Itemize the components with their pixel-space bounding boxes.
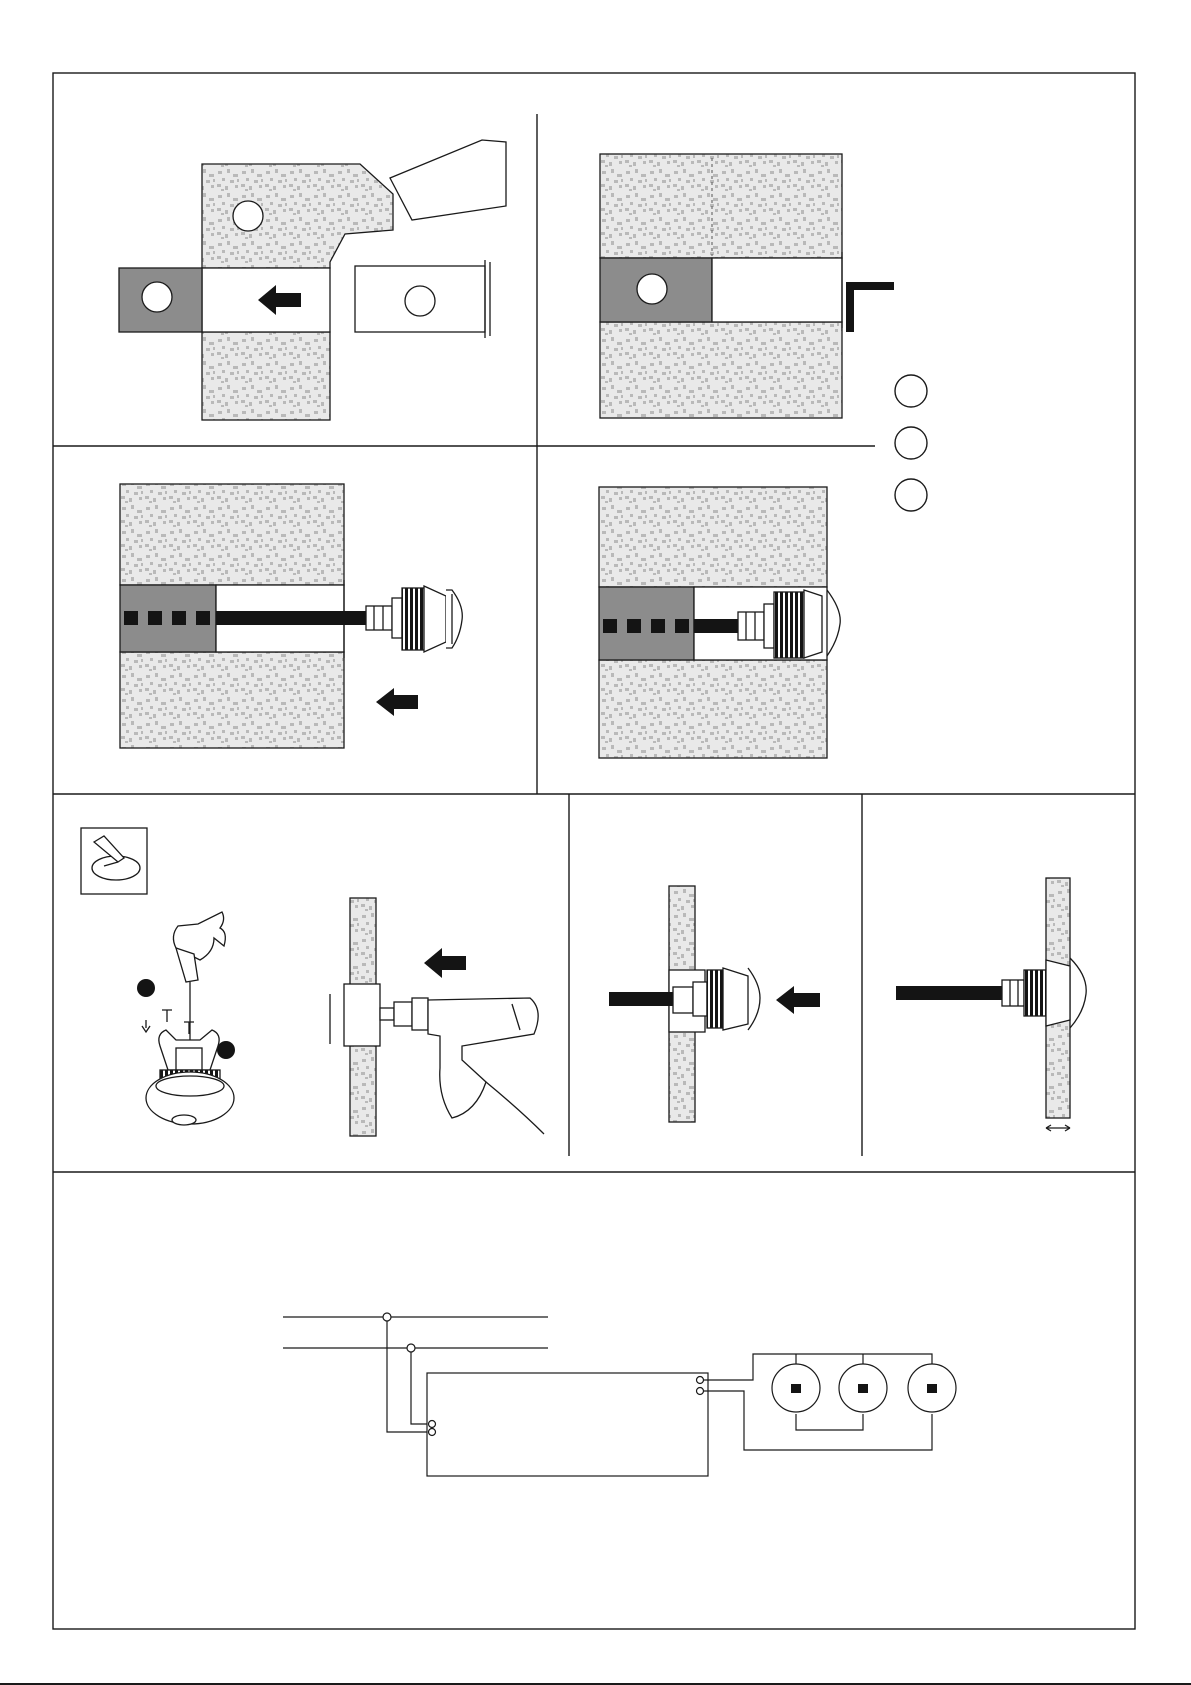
double-arrow-icon xyxy=(1046,1125,1070,1131)
callout-1 xyxy=(637,274,667,304)
panel-fitting-insertion xyxy=(120,484,462,748)
panel-drilling xyxy=(330,898,544,1136)
panel-fitting-installed xyxy=(599,487,840,758)
cable xyxy=(694,619,738,633)
screw-icon xyxy=(184,1022,194,1034)
arrow-down-icon xyxy=(142,1020,150,1032)
arrow-left-icon xyxy=(376,688,418,716)
wall-section xyxy=(202,164,393,268)
driver-box xyxy=(427,1373,708,1476)
screw-icon xyxy=(162,1010,172,1022)
legend-callout-2 xyxy=(895,427,927,459)
panel-wiring xyxy=(283,1313,956,1476)
lamp-icon xyxy=(839,1364,887,1412)
callout-1 xyxy=(233,201,263,231)
light-fitting xyxy=(366,586,462,652)
callout-2 xyxy=(142,282,172,312)
screwdriver-hand xyxy=(173,912,225,1040)
cable xyxy=(609,992,673,1006)
cable xyxy=(216,611,368,625)
cable xyxy=(896,986,1002,1000)
wall-section xyxy=(599,487,827,587)
callout-3 xyxy=(405,286,435,316)
sleeve-installed xyxy=(344,984,380,1046)
drill-icon xyxy=(380,998,544,1134)
panel-thin-wall-final xyxy=(896,878,1086,1131)
wall-section-lower xyxy=(202,332,330,420)
sleeve-installed xyxy=(712,258,842,322)
wall-section-lower xyxy=(120,652,344,748)
arrow-left-icon xyxy=(776,986,820,1014)
panel-sleeve-insertion xyxy=(119,140,506,420)
lamp-icon xyxy=(908,1364,956,1412)
arrow-left-icon xyxy=(424,948,466,978)
wall-section-lower xyxy=(599,660,827,758)
wall-section-lower xyxy=(600,322,842,418)
light-fitting xyxy=(1002,958,1086,1028)
step-marker-icon xyxy=(137,979,155,997)
hex-key-icon xyxy=(846,282,894,332)
installer-hand xyxy=(390,140,506,220)
step-marker-icon xyxy=(217,1041,235,1059)
wall-section xyxy=(600,154,842,258)
legend-callout-3 xyxy=(895,479,927,511)
panel-thin-wall-insert xyxy=(609,886,820,1122)
wall-section xyxy=(120,484,344,585)
lamp-icon xyxy=(772,1364,820,1412)
panel-disassembly xyxy=(81,828,235,1125)
panel-legend xyxy=(895,375,927,511)
legend-callout-1 xyxy=(895,375,927,407)
panel-sleeve-fixed xyxy=(600,154,894,418)
